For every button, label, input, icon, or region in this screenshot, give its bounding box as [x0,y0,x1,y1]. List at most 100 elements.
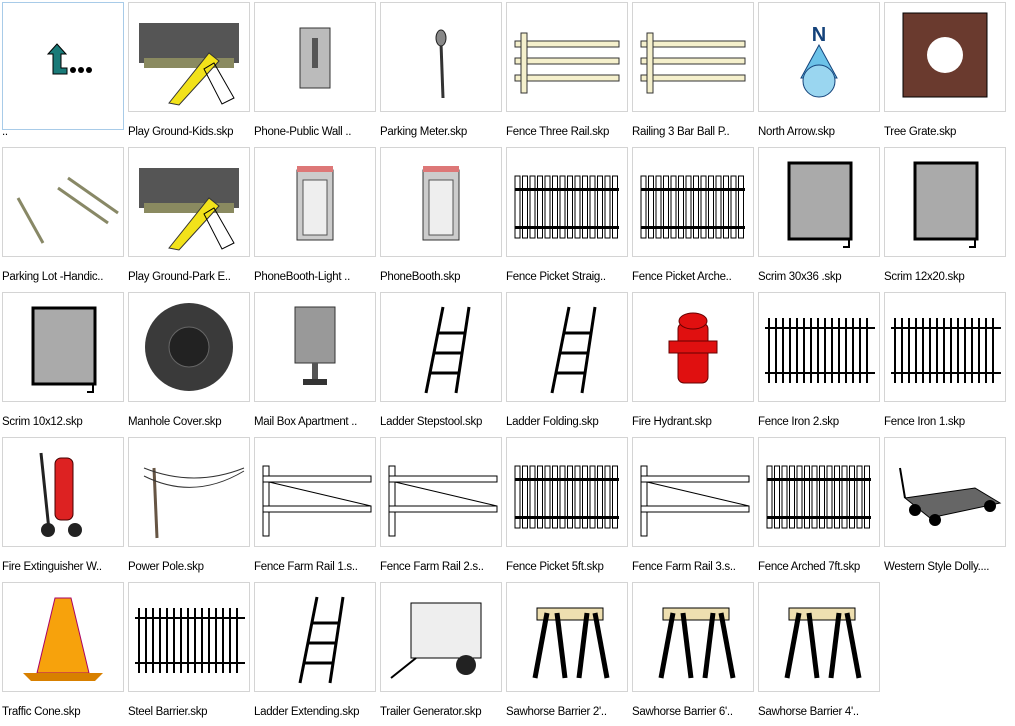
hydrant-thumbnail-icon[interactable] [632,292,754,402]
sawhorse-thumbnail-icon[interactable] [632,582,754,692]
file-name: PhoneBooth.skp [380,271,461,283]
file-item[interactable]: Scrim 12x20.skp [883,146,1009,291]
file-name: Fence Three Rail.skp [506,126,610,138]
file-item[interactable]: Ladder Extending.skp [253,581,379,726]
file-item[interactable]: Western Style Dolly.... [883,436,1009,581]
file-item[interactable]: Fence Arched 7ft.skp [757,436,883,581]
farm-thumbnail-icon[interactable] [632,437,754,547]
iron-thumbnail-icon[interactable] [758,292,880,402]
file-item[interactable]: Fence Iron 2.skp [757,291,883,436]
file-item[interactable]: Parking Lot -Handic.. [1,146,127,291]
scrim-thumbnail-icon[interactable] [758,147,880,257]
extinguisher-thumbnail-icon[interactable] [2,437,124,547]
file-item[interactable]: Scrim 10x12.skp [1,291,127,436]
file-name: Sawhorse Barrier 6'.. [632,706,733,718]
file-name: Sawhorse Barrier 4'.. [758,706,859,718]
file-item[interactable]: Play Ground-Kids.skp [127,1,253,146]
file-item[interactable]: .. [1,1,127,146]
grate-thumbnail-icon[interactable] [884,2,1006,112]
file-name: North Arrow.skp [758,126,835,138]
picket-thumbnail-icon[interactable] [758,437,880,547]
file-name: Trailer Generator.skp [380,706,482,718]
ladder-thumbnail-icon[interactable] [254,582,376,692]
file-name: Parking Lot -Handic.. [2,271,104,283]
file-item[interactable]: Fire Extinguisher W.. [1,436,127,581]
farm-thumbnail-icon[interactable] [254,437,376,547]
file-item[interactable]: Sawhorse Barrier 6'.. [631,581,757,726]
file-item[interactable]: Fence Farm Rail 2.s.. [379,436,505,581]
file-item[interactable]: Fence Picket Arche.. [631,146,757,291]
scrim-thumbnail-icon[interactable] [884,147,1006,257]
file-item[interactable]: Traffic Cone.skp [1,581,127,726]
file-item[interactable]: Fence Three Rail.skp [505,1,631,146]
phone-thumbnail-icon[interactable] [254,2,376,112]
file-item[interactable]: Mail Box Apartment .. [253,291,379,436]
file-item[interactable]: Ladder Folding.skp [505,291,631,436]
iron-thumbnail-icon[interactable] [884,292,1006,402]
up-folder-thumbnail-icon[interactable] [2,2,124,130]
cone-thumbnail-icon[interactable] [2,582,124,692]
booth-thumbnail-icon[interactable] [254,147,376,257]
file-item[interactable]: Trailer Generator.skp [379,581,505,726]
ladder-thumbnail-icon[interactable] [380,292,502,402]
file-name: Ladder Folding.skp [506,416,599,428]
playground-thumbnail-icon[interactable] [128,147,250,257]
file-item[interactable]: N North Arrow.skp [757,1,883,146]
file-item[interactable]: Fire Hydrant.skp [631,291,757,436]
dolly-thumbnail-icon[interactable] [884,437,1006,547]
ladder-thumbnail-icon[interactable] [506,292,628,402]
file-name: Steel Barrier.skp [128,706,208,718]
file-item[interactable]: Scrim 30x36 .skp [757,146,883,291]
pole-thumbnail-icon[interactable] [128,437,250,547]
misc-thumbnail-icon[interactable] [2,147,124,257]
file-name: Mail Box Apartment .. [254,416,357,428]
file-item[interactable]: Power Pole.skp [127,436,253,581]
sawhorse-thumbnail-icon[interactable] [758,582,880,692]
file-name: Fence Iron 2.skp [758,416,839,428]
file-item[interactable]: Play Ground-Park E.. [127,146,253,291]
file-name: PhoneBooth-Light .. [254,271,350,283]
file-name: Scrim 30x36 .skp [758,271,842,283]
file-item[interactable]: Fence Iron 1.skp [883,291,1009,436]
file-item[interactable]: PhoneBooth.skp [379,146,505,291]
file-name: Fire Extinguisher W.. [2,561,102,573]
file-item[interactable]: Parking Meter.skp [379,1,505,146]
mailbox-thumbnail-icon[interactable] [254,292,376,402]
rail-thumbnail-icon[interactable] [632,2,754,112]
scrim-thumbnail-icon[interactable] [2,292,124,402]
generator-thumbnail-icon[interactable] [380,582,502,692]
file-name: Tree Grate.skp [884,126,957,138]
playground-thumbnail-icon[interactable] [128,2,250,112]
manhole-thumbnail-icon[interactable] [128,292,250,402]
file-item[interactable]: Railing 3 Bar Ball P.. [631,1,757,146]
sawhorse-thumbnail-icon[interactable] [506,582,628,692]
file-item[interactable]: Fence Picket Straig.. [505,146,631,291]
file-item[interactable]: Fence Picket 5ft.skp [505,436,631,581]
file-item[interactable]: Steel Barrier.skp [127,581,253,726]
file-item[interactable]: Sawhorse Barrier 4'.. [757,581,883,726]
file-item[interactable]: PhoneBooth-Light .. [253,146,379,291]
file-name: Western Style Dolly.... [884,561,990,573]
file-name: Manhole Cover.skp [128,416,222,428]
rail-thumbnail-icon[interactable] [506,2,628,112]
file-item[interactable]: Fence Farm Rail 3.s.. [631,436,757,581]
iron-thumbnail-icon[interactable] [128,582,250,692]
file-name: Parking Meter.skp [380,126,467,138]
picket-thumbnail-icon[interactable] [506,437,628,547]
file-name: Play Ground-Park E.. [128,271,231,283]
file-item[interactable]: Ladder Stepstool.skp [379,291,505,436]
picket-thumbnail-icon[interactable] [506,147,628,257]
file-item[interactable]: Tree Grate.skp [883,1,1009,146]
file-item[interactable]: Phone-Public Wall .. [253,1,379,146]
picket-thumbnail-icon[interactable] [632,147,754,257]
booth-thumbnail-icon[interactable] [380,147,502,257]
file-item[interactable]: Sawhorse Barrier 2'.. [505,581,631,726]
north-thumbnail-icon[interactable]: N [758,2,880,112]
file-name: Scrim 10x12.skp [2,416,83,428]
meter-thumbnail-icon[interactable] [380,2,502,112]
file-name: Ladder Stepstool.skp [380,416,483,428]
farm-thumbnail-icon[interactable] [380,437,502,547]
file-item[interactable]: Fence Farm Rail 1.s.. [253,436,379,581]
file-item[interactable]: Manhole Cover.skp [127,291,253,436]
